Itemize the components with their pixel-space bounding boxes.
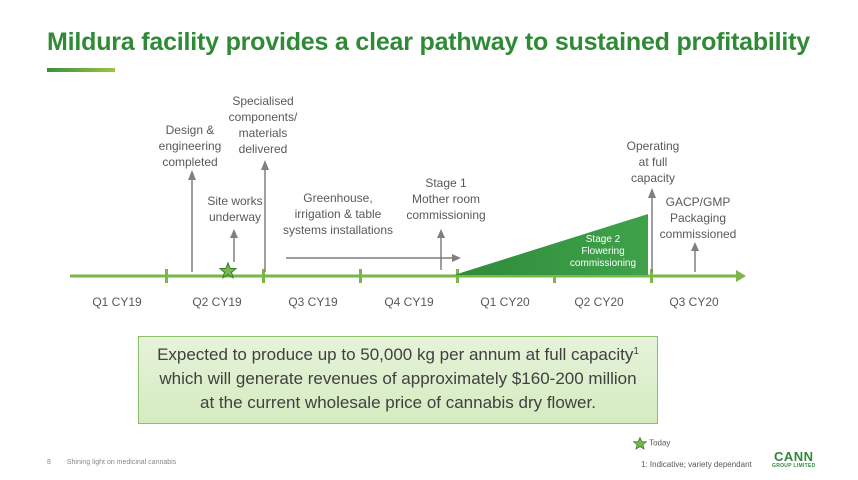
quarter-label: Q2 CY20 <box>574 295 624 309</box>
page-number: 8 <box>47 459 51 466</box>
cann-logo: CANN GROUP LIMITED <box>772 450 816 470</box>
quarter-label: Q2 CY19 <box>192 295 242 309</box>
quarter-label: Q3 CY20 <box>669 295 719 309</box>
tick <box>650 269 653 283</box>
star-icon <box>632 436 648 450</box>
quarter-label: Q1 CY20 <box>480 295 530 309</box>
today-legend: Today <box>632 436 671 450</box>
footer-left: 8 Shining light on medicinal cannabis <box>47 459 176 466</box>
tick <box>165 269 168 283</box>
production-callout: Expected to produce up to 50,000 kg per … <box>138 336 658 424</box>
callout-line-1: Expected to produce up to 50,000 kg per … <box>157 345 634 364</box>
tick <box>359 269 362 283</box>
quarter-label: Q3 CY19 <box>288 295 338 309</box>
quarter-label: Q4 CY19 <box>384 295 434 309</box>
today-star-icon <box>218 261 238 279</box>
callout-line-2: which will generate revenues of approxim… <box>159 369 637 388</box>
logo-sub: GROUP LIMITED <box>772 463 816 469</box>
milestone-arrows <box>191 168 696 272</box>
arrow-heads <box>188 160 699 262</box>
footer-tagline: Shining light on medicinal cannabis <box>66 459 177 466</box>
stage2-ramp <box>454 214 648 275</box>
footnote: 1: Indicative; variety dependant <box>641 460 752 469</box>
callout-line-3: at the current wholesale price of cannab… <box>200 393 596 412</box>
footnote-mark: 1 <box>633 346 639 357</box>
page-title: Mildura facility provides a clear pathwa… <box>47 28 810 56</box>
timeline-arrowhead <box>736 270 746 282</box>
today-label: Today <box>649 438 671 448</box>
tick <box>262 269 265 283</box>
quarter-label: Q1 CY19 <box>92 295 142 309</box>
logo-main: CANN <box>773 449 814 464</box>
tick <box>553 269 556 283</box>
quarter-ticks <box>165 269 653 283</box>
tick <box>456 269 459 283</box>
timeline-graphic <box>70 160 746 283</box>
title-underline <box>47 68 115 72</box>
